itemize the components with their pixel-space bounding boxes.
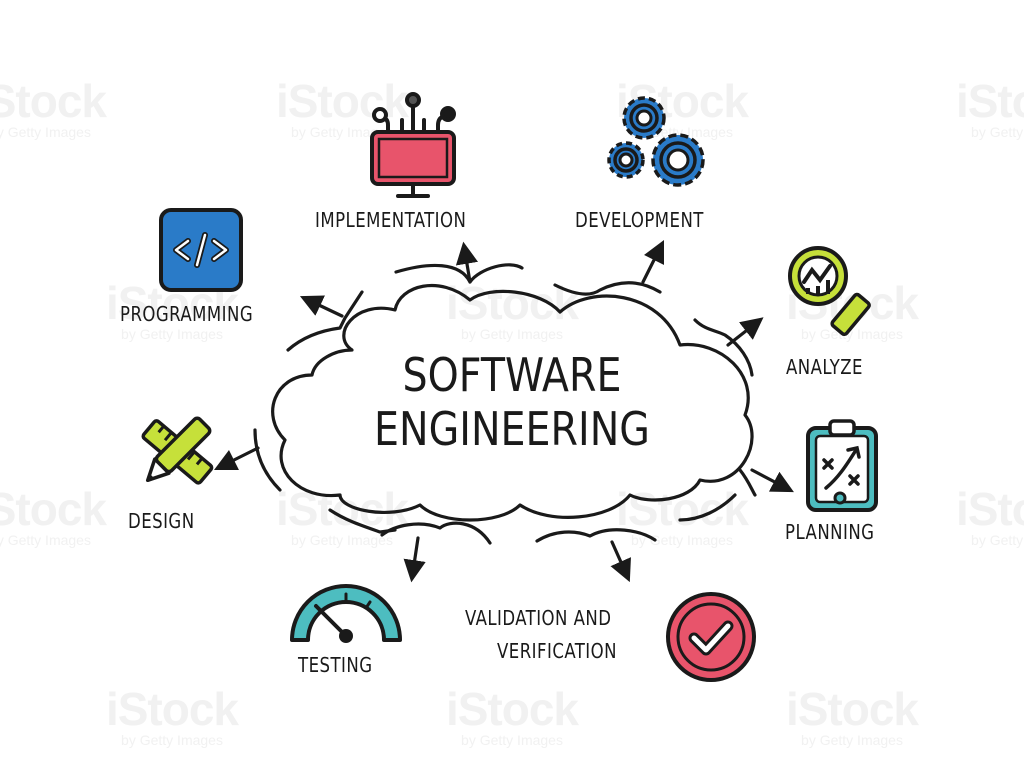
clipboard-strategy-icon: [806, 419, 878, 512]
arrow-analyze: [726, 317, 764, 347]
node-label-line-1: VALIDATION AND: [465, 606, 612, 630]
title-line-1: SOFTWARE: [402, 348, 622, 402]
node-label: ANALYZE: [786, 355, 863, 379]
gauge-icon: [290, 584, 402, 643]
node-label: IMPLEMENTATION: [315, 208, 467, 232]
title-line-2: ENGINEERING: [374, 402, 650, 456]
checkmark-circle-icon: [666, 592, 756, 682]
pencil-ruler-icon: [141, 416, 214, 485]
arrow-development: [641, 239, 665, 284]
monitor-circuit-icon: [370, 92, 456, 198]
node-label: DEVELOPMENT: [575, 208, 704, 232]
arrow-programming: [299, 295, 344, 318]
arrow-testing: [403, 536, 426, 583]
arrow-implementation: [455, 241, 478, 284]
node-label: PROGRAMMING: [120, 302, 254, 326]
arrow-validation: [610, 540, 631, 583]
node-label: DESIGN: [128, 509, 195, 533]
node-label: TESTING: [298, 653, 373, 677]
node-label: PLANNING: [785, 520, 875, 544]
gears-icon: [607, 96, 705, 187]
center-title: SOFTWARE ENGINEERING: [340, 348, 684, 456]
arrow-planning: [750, 468, 794, 493]
arrow-design: [213, 446, 260, 471]
cloud-outline: [271, 284, 754, 522]
magnifier-chart-icon: [788, 246, 871, 337]
node-label-line-2: VERIFICATION: [497, 639, 617, 663]
code-tag-icon: [159, 208, 243, 292]
